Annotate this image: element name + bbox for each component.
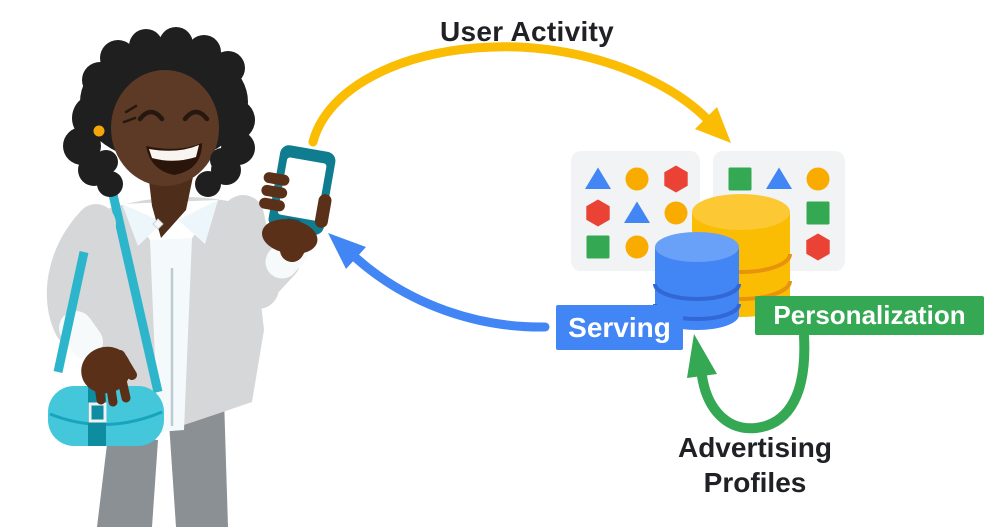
- necklace-pendant: [152, 218, 164, 230]
- personalization-label: Personalization: [755, 296, 984, 335]
- bag-buckle: [88, 402, 107, 423]
- advertising-profiles-arrow: [687, 331, 810, 434]
- user-activity-label: User Activity: [439, 16, 615, 47]
- user-activity-arrow: [308, 42, 731, 147]
- user-eyes: [122, 104, 210, 124]
- arrowhead: [687, 334, 717, 378]
- hexagon-shape-icon: [806, 233, 830, 261]
- hexagon-shape-icon: [664, 165, 688, 193]
- handbag: [48, 384, 164, 446]
- data-shape-grid: [585, 165, 830, 261]
- square-shape-icon: [806, 201, 830, 225]
- bag-strap-outer: [53, 251, 89, 373]
- smartphone-icon: [259, 145, 336, 255]
- circle-shape-icon: [625, 167, 649, 191]
- circle-shape-icon: [625, 235, 649, 259]
- serving-label: Serving: [556, 305, 683, 350]
- arrowhead: [695, 107, 731, 143]
- user-illustration: [46, 27, 336, 527]
- square-shape-icon: [728, 167, 752, 191]
- circle-shape-icon: [806, 167, 830, 191]
- earring-icon: [93, 125, 105, 137]
- user-left-hand: [81, 346, 137, 407]
- serving-arrow: [328, 233, 550, 332]
- user-right-hand: [259, 172, 332, 255]
- serving-label-text: Serving: [568, 311, 671, 343]
- bag-strap: [107, 189, 163, 393]
- hexagon-shape-icon: [586, 199, 610, 227]
- user-smile: [146, 143, 202, 175]
- square-shape-icon: [586, 235, 610, 259]
- personalization-label-text: Personalization: [773, 300, 966, 330]
- arrowhead: [328, 233, 366, 269]
- advertising-profiles-label: Advertising Profiles: [677, 432, 833, 498]
- user-legs: [97, 398, 228, 527]
- triangle-shape-icon: [585, 167, 611, 189]
- triangle-shape-icon: [766, 167, 792, 189]
- triangle-shape-icon: [624, 201, 650, 223]
- circle-shape-icon: [664, 201, 688, 225]
- phone-screen: [277, 157, 327, 221]
